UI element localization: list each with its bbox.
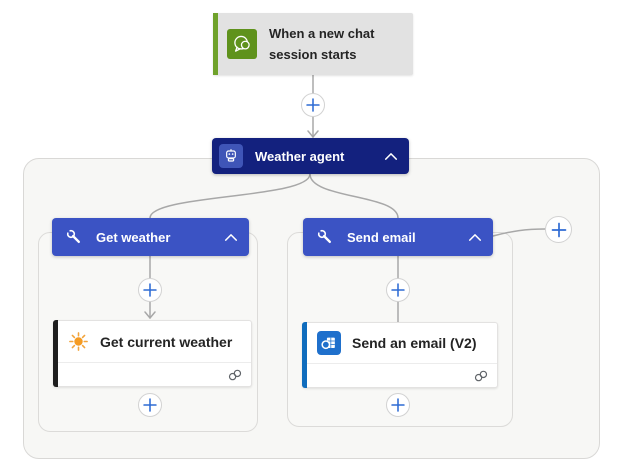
action-accent-bar [53,320,58,387]
plus-icon [391,283,405,297]
get-weather-collapse-button[interactable] [221,227,241,247]
trigger-accent-bar [213,13,218,75]
plus-icon [391,398,405,412]
send-email-header[interactable]: Send email [303,218,493,256]
connection-icon [228,369,242,380]
action-title: Send an email (V2) [352,335,477,351]
trigger-title: When a new chat session starts [269,26,375,62]
connection-icon [474,370,488,381]
tool-label: Send email [347,229,416,245]
arrowhead-into-agent [307,130,319,138]
insert-action-button-send-email[interactable] [386,278,410,302]
bot-icon [219,144,243,168]
add-action-button-above-agent[interactable] [301,93,325,117]
agent-collapse-button[interactable] [381,146,401,166]
plus-icon [306,98,320,112]
weather-agent-header[interactable]: Weather agent [212,138,409,174]
get-current-weather-card[interactable]: Get current weather [53,320,252,387]
tool-label: Get weather [96,229,171,245]
add-branch-button[interactable] [545,216,572,243]
chat-bubble-icon [227,29,257,59]
plus-icon [551,222,566,237]
plus-icon [143,398,157,412]
append-action-button-get-weather[interactable] [138,393,162,417]
chevron-up-icon [468,233,482,241]
agent-label: Weather agent [255,148,345,164]
action-accent-bar [302,322,307,388]
send-an-email-v2-card[interactable]: Send an email (V2) [302,322,498,388]
trigger-card[interactable]: When a new chat session starts [213,13,413,75]
wrench-icon [66,229,82,245]
sun-icon [69,332,88,351]
insert-action-button-get-weather[interactable] [138,278,162,302]
chevron-up-icon [224,233,238,241]
get-weather-header[interactable]: Get weather [52,218,249,256]
append-action-button-send-email[interactable] [386,393,410,417]
action-title: Get current weather [100,333,233,350]
wrench-icon [317,229,333,245]
send-email-collapse-button[interactable] [465,227,485,247]
plus-icon [143,283,157,297]
chevron-up-icon [384,152,398,160]
outlook-icon [317,331,341,355]
